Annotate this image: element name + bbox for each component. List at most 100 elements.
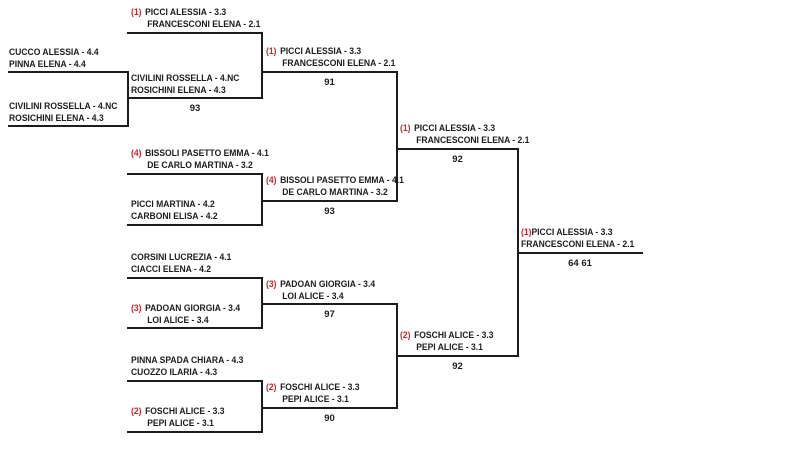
player1-name: PICCI ALESSIA - 3.3 bbox=[414, 123, 496, 134]
bracket-line-h-qf4-top bbox=[127, 380, 263, 382]
match-score-final: 64 61 bbox=[568, 258, 592, 269]
bracket-line-v-sf1 bbox=[396, 71, 398, 202]
bracket-line-h-r1-bottom bbox=[8, 125, 129, 127]
bracket-line-v-qf1 bbox=[261, 32, 263, 99]
bracket-line-h-sf1-top bbox=[261, 71, 398, 73]
player1-name: PICCI ALESSIA - 3.3 bbox=[531, 227, 613, 238]
team-slot-winner-picci-francesconi: (1)PICCI ALESSIA - 3.3 FRANCESCONI ELENA… bbox=[521, 227, 634, 250]
bracket-line-v-sf2 bbox=[396, 303, 398, 409]
seed-badge: (1) bbox=[400, 123, 411, 134]
match-score-qf1: 91 bbox=[324, 77, 335, 88]
player1-line: (1)PICCI ALESSIA - 3.3 bbox=[266, 46, 395, 58]
bracket-line-h-final-bottom bbox=[396, 355, 519, 357]
team-slot-sf1-bissoli-decarlo: (4)BISSOLI PASETTO EMMA - 4.1 DE CARLO M… bbox=[266, 175, 404, 198]
bracket-line-h-qf2-top bbox=[127, 173, 263, 175]
match-score-qf4: 90 bbox=[324, 413, 335, 424]
team-slot-sf2-foschi-pepi: (2)FOSCHI ALICE - 3.3 PEPI ALICE - 3.1 bbox=[266, 382, 360, 405]
bracket-line-h-final-top bbox=[396, 148, 519, 150]
player2-name: ROSICHINI ELENA - 4.3 bbox=[131, 84, 226, 96]
seed-badge: (2) bbox=[266, 382, 277, 393]
player1-line: (1)PICCI ALESSIA - 3.3 bbox=[521, 227, 634, 239]
player1-name: BISSOLI PASETTO EMMA - 4.1 bbox=[145, 148, 269, 159]
player2-name: DE CARLO MARTINA - 3.2 bbox=[147, 159, 253, 171]
player1-name: PICCI ALESSIA - 3.3 bbox=[145, 7, 227, 18]
player1-name: CIVILINI ROSSELLA - 4.NC bbox=[131, 73, 240, 84]
match-score-qf3: 97 bbox=[324, 309, 335, 320]
player2-name: CUOZZO ILARIA - 4.3 bbox=[131, 366, 218, 378]
player1-line: (2)FOSCHI ALICE - 3.3 bbox=[400, 330, 494, 342]
player1-name: BISSOLI PASETTO EMMA - 4.1 bbox=[280, 175, 404, 186]
player1-name: PICCI ALESSIA - 3.3 bbox=[280, 46, 362, 57]
bracket-line-h-qf3-bottom bbox=[127, 327, 263, 329]
team-slot-qf4-foschi-pepi: (2)FOSCHI ALICE - 3.3 PEPI ALICE - 3.1 bbox=[131, 406, 225, 429]
player1-name: CUCCO ALESSIA - 4.4 bbox=[9, 47, 99, 58]
player2-name: FRANCESCONI ELENA - 2.1 bbox=[521, 238, 635, 250]
bracket-line-h-sf2-top bbox=[261, 303, 398, 305]
player2-name: CARBONI ELISA - 4.2 bbox=[131, 210, 218, 222]
team-slot-r1-civilini-rosichini: CIVILINI ROSSELLA - 4.NC ROSICHINI ELENA… bbox=[9, 101, 117, 124]
team-slot-sf2-padoan-loi: (3)PADOAN GIORGIA - 3.4 LOI ALICE - 3.4 bbox=[266, 279, 375, 302]
team-slot-qf2-picci-carboni: PICCI MARTINA - 4.2 CARBONI ELISA - 4.2 bbox=[131, 199, 218, 222]
player2-name: PINNA ELENA - 4.4 bbox=[9, 58, 86, 70]
bracket-line-v-qf2 bbox=[261, 173, 263, 226]
team-slot-r1-cucco-pinna: CUCCO ALESSIA - 4.4 PINNA ELENA - 4.4 bbox=[9, 47, 99, 70]
player1-name: FOSCHI ALICE - 3.3 bbox=[145, 406, 225, 417]
player1-name: CORSINI LUCREZIA - 4.1 bbox=[131, 252, 232, 263]
seed-badge: (2) bbox=[400, 330, 411, 341]
seed-badge: (1) bbox=[266, 46, 277, 57]
player1-name: CIVILINI ROSSELLA - 4.NC bbox=[9, 101, 118, 112]
player1-name: PADOAN GIORGIA - 3.4 bbox=[280, 279, 376, 290]
player1-name: PINNA SPADA CHIARA - 4.3 bbox=[131, 355, 244, 366]
match-score-sf1: 92 bbox=[452, 154, 463, 165]
player2-name: LOI ALICE - 3.4 bbox=[147, 314, 209, 326]
match-score-sf2: 92 bbox=[452, 361, 463, 372]
bracket-line-v-r1 bbox=[127, 71, 129, 127]
bracket-line-h-qf3-top bbox=[127, 277, 263, 279]
player1-name: PICCI MARTINA - 4.2 bbox=[131, 199, 215, 210]
match-score-r1: 93 bbox=[189, 103, 201, 114]
player2-name: PEPI ALICE - 3.1 bbox=[416, 341, 483, 353]
bracket-line-h-winner bbox=[517, 252, 643, 254]
team-slot-qf2-bissoli-decarlo: (4)BISSOLI PASETTO EMMA - 4.1 DE CARLO M… bbox=[131, 148, 269, 171]
player2-name: LOI ALICE - 3.4 bbox=[282, 290, 344, 302]
team-slot-qf4-pinnaspada-cuozzo: PINNA SPADA CHIARA - 4.3 CUOZZO ILARIA -… bbox=[131, 355, 243, 378]
bracket-line-h-r1-top bbox=[8, 71, 129, 73]
team-slot-final-foschi-pepi: (2)FOSCHI ALICE - 3.3 PEPI ALICE - 3.1 bbox=[400, 330, 494, 353]
match-score-qf2: 93 bbox=[324, 206, 335, 217]
player2-name: PEPI ALICE - 3.1 bbox=[147, 417, 214, 429]
seed-badge: (4) bbox=[131, 148, 142, 159]
player1-name: PADOAN GIORGIA - 3.4 bbox=[145, 303, 241, 314]
seed-badge: (1) bbox=[131, 7, 142, 18]
player2-name: FRANCESCONI ELENA - 2.1 bbox=[282, 57, 396, 69]
team-slot-qf1-civilini-rosichini: CIVILINI ROSSELLA - 4.NC ROSICHINI ELENA… bbox=[131, 73, 239, 96]
player1-line: (2)FOSCHI ALICE - 3.3 bbox=[266, 382, 360, 394]
team-slot-sf1-picci-francesconi: (1)PICCI ALESSIA - 3.3 FRANCESCONI ELENA… bbox=[266, 46, 395, 69]
seed-badge: (3) bbox=[266, 279, 277, 290]
player1-line: (3)PADOAN GIORGIA - 3.4 bbox=[266, 279, 375, 291]
bracket-line-h-qf4-bottom bbox=[127, 431, 263, 433]
player1-line: (3)PADOAN GIORGIA - 3.4 bbox=[131, 303, 240, 315]
player2-name: FRANCESCONI ELENA - 2.1 bbox=[416, 134, 530, 146]
seed-badge: (2) bbox=[131, 406, 142, 417]
bracket-line-v-qf4 bbox=[261, 380, 263, 433]
seed-badge: (1) bbox=[521, 227, 532, 238]
bracket-line-h-qf1-top bbox=[127, 32, 263, 34]
seed-badge: (3) bbox=[131, 303, 142, 314]
player1-line: (1)PICCI ALESSIA - 3.3 bbox=[131, 7, 260, 19]
player2-name: CIACCI ELENA - 4.2 bbox=[131, 263, 211, 275]
player2-name: FRANCESCONI ELENA - 2.1 bbox=[147, 18, 261, 30]
bracket-line-v-qf3 bbox=[261, 277, 263, 329]
team-slot-qf3-corsini-ciacci: CORSINI LUCREZIA - 4.1 CIACCI ELENA - 4.… bbox=[131, 252, 231, 275]
player1-line: (2)FOSCHI ALICE - 3.3 bbox=[131, 406, 225, 418]
player1-line: (4)BISSOLI PASETTO EMMA - 4.1 bbox=[131, 148, 269, 160]
player1-line: (1)PICCI ALESSIA - 3.3 bbox=[400, 123, 529, 135]
team-slot-qf1-picci-francesconi: (1)PICCI ALESSIA - 3.3 FRANCESCONI ELENA… bbox=[131, 7, 260, 30]
player1-name: FOSCHI ALICE - 3.3 bbox=[414, 330, 494, 341]
bracket-line-v-final bbox=[517, 148, 519, 357]
team-slot-final-picci-francesconi: (1)PICCI ALESSIA - 3.3 FRANCESCONI ELENA… bbox=[400, 123, 529, 146]
player2-name: ROSICHINI ELENA - 4.3 bbox=[9, 112, 104, 124]
seed-badge: (4) bbox=[266, 175, 277, 186]
player1-name: FOSCHI ALICE - 3.3 bbox=[280, 382, 360, 393]
bracket-line-h-sf2-bottom bbox=[261, 407, 398, 409]
